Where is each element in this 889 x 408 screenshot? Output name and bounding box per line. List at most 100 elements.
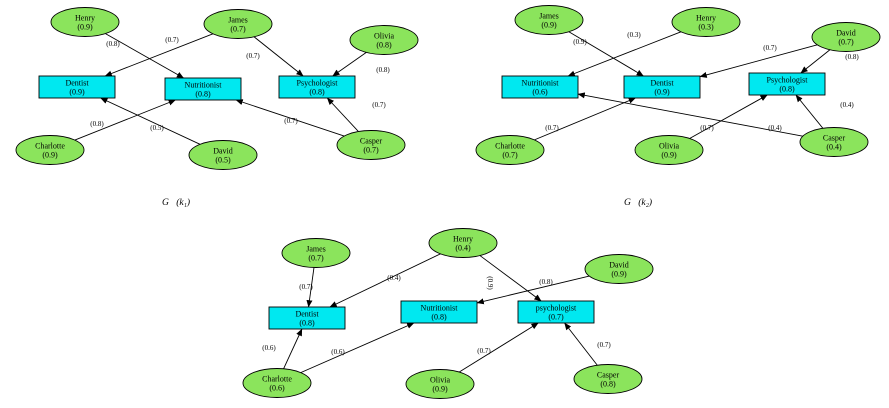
node-g3-psychologist: psychologist(0.7) (517, 300, 595, 324)
edge-weight-label: (0.4) (840, 101, 854, 109)
node-g1-charlotte: Charlotte(0.9) (15, 135, 85, 165)
node-g2-nutritionist: Nutritionist(0.6) (501, 75, 579, 99)
node-name-label: Psychologist (297, 79, 339, 88)
node-value-label: (0.8) (376, 41, 392, 50)
node-g3-nutritionist: Nutritionist(0.8) (400, 300, 478, 324)
edge-g2-casper-psychologist (795, 94, 824, 129)
node-name-label: Olivia (659, 142, 679, 151)
node-value-label: (0.8) (600, 380, 616, 389)
node-g1-dentist: Dentist(0.9) (38, 75, 116, 99)
edge-weight-label: (0.6) (262, 344, 276, 352)
node-value-label: (0.4) (826, 143, 842, 152)
node-g2-olivia: Olivia(0.9) (634, 135, 704, 165)
person-ellipse (50, 7, 120, 37)
node-value-label: (0.6) (532, 88, 548, 97)
edge-g1-henry-nutritionist (105, 33, 184, 79)
node-value-label: (0.6) (269, 384, 285, 393)
node-value-label: (0.8) (779, 85, 795, 94)
node-name-label: Dentist (295, 310, 319, 319)
job-rect (278, 75, 356, 99)
edge-weight-label: (0.9) (486, 276, 494, 290)
edge-weight-label: (0.7) (165, 36, 179, 44)
node-name-label: Casper (360, 137, 383, 146)
edge-g3-david-nutritionist (476, 275, 590, 305)
node-g3-henry: Henry(0.4) (428, 228, 498, 258)
node-name-label: Nutritionist (522, 79, 560, 88)
node-g2-henry: Henry(0.3) (671, 7, 741, 37)
node-value-label: (0.9) (432, 385, 448, 394)
node-g3-charlotte: Charlotte(0.6) (242, 368, 312, 398)
node-name-label: Charlotte (35, 142, 65, 151)
node-value-label: (0.8) (195, 90, 211, 99)
edge-g3-casper-psychologist (564, 322, 598, 366)
node-value-label: (0.8) (299, 319, 315, 328)
node-value-label: (0.3) (698, 23, 714, 32)
edge-weight-label: (0.4) (387, 274, 401, 282)
edge-g2-olivia-psychologist (689, 94, 768, 139)
node-value-label: (0.9) (69, 88, 85, 97)
edge-g1-david-dentist (100, 97, 201, 145)
job-rect (400, 300, 478, 324)
edge-g3-charlotte-nutritionist (300, 322, 415, 374)
edge-g1-casper-psychologist (326, 97, 359, 132)
edge-g3-henry-dentist (329, 253, 441, 308)
edge-g1-james-psychologist (253, 36, 304, 77)
edge-weight-label: (0.6) (331, 348, 345, 356)
edge-g3-olivia-psychologist (459, 322, 539, 373)
edge-g3-henry-psychologist (479, 255, 542, 302)
job-rect (38, 75, 116, 99)
edge-g2-david-psychologist (800, 49, 831, 74)
edge-weight-label: (0.8) (845, 53, 859, 61)
edge-g3-james-dentist (306, 267, 315, 308)
edge-g1-olivia-psychologist (332, 52, 367, 77)
person-ellipse (584, 254, 654, 284)
node-value-label: (0.9) (42, 151, 58, 160)
node-name-label: James (228, 16, 248, 25)
edge-weight-label: (0.3) (627, 31, 641, 39)
person-ellipse (799, 127, 869, 157)
person-ellipse (405, 369, 475, 399)
person-ellipse (242, 368, 312, 398)
edge-weight-label: (0.8) (376, 66, 390, 74)
edge-g2-charlotte-dentist (534, 97, 636, 141)
person-ellipse (811, 22, 881, 52)
node-name-label: Casper (823, 134, 846, 143)
node-name-label: Dentist (650, 79, 674, 88)
node-g3-olivia: Olivia(0.9) (405, 369, 475, 399)
node-name-label: David (213, 147, 233, 156)
node-name-label: David (609, 261, 629, 270)
node-value-label: (0.7) (363, 146, 379, 155)
node-value-label: (0.9) (654, 88, 670, 97)
edge-weight-label: (0.7) (246, 52, 260, 60)
edge-weight-label: (0.8) (106, 40, 120, 48)
edge-g1-casper-nutritionist (235, 99, 345, 137)
person-ellipse (349, 25, 419, 55)
person-ellipse (15, 135, 85, 165)
edge-weight-label: (0.7) (477, 347, 491, 355)
edge-weight-label: (0.7) (299, 283, 313, 291)
node-g1-david: David(0.5) (188, 140, 258, 170)
edge-weight-label: (0.4) (768, 124, 782, 132)
node-g3-dentist: Dentist(0.8) (268, 306, 346, 330)
node-value-label: (0.5) (215, 156, 231, 165)
node-value-label: (0.7) (838, 38, 854, 47)
person-ellipse (188, 140, 258, 170)
edge-g2-henry-nutritionist (567, 31, 682, 77)
node-name-label: Charlotte (495, 142, 525, 151)
node-g3-james: James(0.7) (281, 238, 351, 268)
node-name-label: Nutritionist (185, 81, 223, 90)
edge-g1-james-dentist (104, 33, 214, 77)
node-name-label: James (306, 245, 326, 254)
node-value-label: (0.7) (548, 313, 564, 322)
job-rect (748, 72, 826, 96)
caption-graph-k2: G⃗(k₂) (623, 198, 653, 208)
person-ellipse (203, 9, 273, 39)
edge-weight-label: (0.7) (700, 124, 714, 132)
node-name-label: Henry (453, 235, 473, 244)
node-value-label: (0.9) (541, 21, 557, 30)
node-name-label: Charlotte (262, 375, 292, 384)
node-g2-casper: Casper(0.4) (799, 127, 869, 157)
node-value-label: (0.4) (455, 244, 471, 253)
